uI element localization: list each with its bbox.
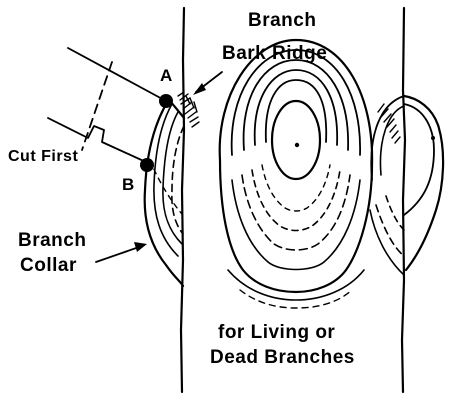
collar-arrowhead [134, 242, 147, 252]
point-b-label: B [122, 175, 135, 195]
branch-bark-ridge-label-line2: Bark Ridge [222, 43, 327, 64]
point-a-label: A [160, 66, 173, 86]
point-a-marker [159, 94, 173, 108]
point-b-marker [140, 158, 154, 172]
cut-guide-lines [48, 48, 166, 163]
collar-arrow [96, 246, 142, 262]
branch-bark-ridge-label-line1: Branch [248, 10, 316, 31]
cut-first-label: Cut First [8, 147, 78, 167]
right-branch-stub [370, 96, 443, 275]
right-branch-pith [431, 136, 435, 140]
branch-collar-label-line2: Collar [20, 255, 77, 276]
middle-branch-stub [220, 40, 372, 308]
caption-line1: for Living or [218, 322, 335, 343]
left-branch-stub [145, 98, 184, 286]
branch-bark-ridge [178, 92, 199, 127]
caption-line2: Dead Branches [210, 347, 355, 368]
branch-collar-label-line1: Branch [18, 230, 86, 251]
middle-branch-pith [295, 143, 299, 147]
